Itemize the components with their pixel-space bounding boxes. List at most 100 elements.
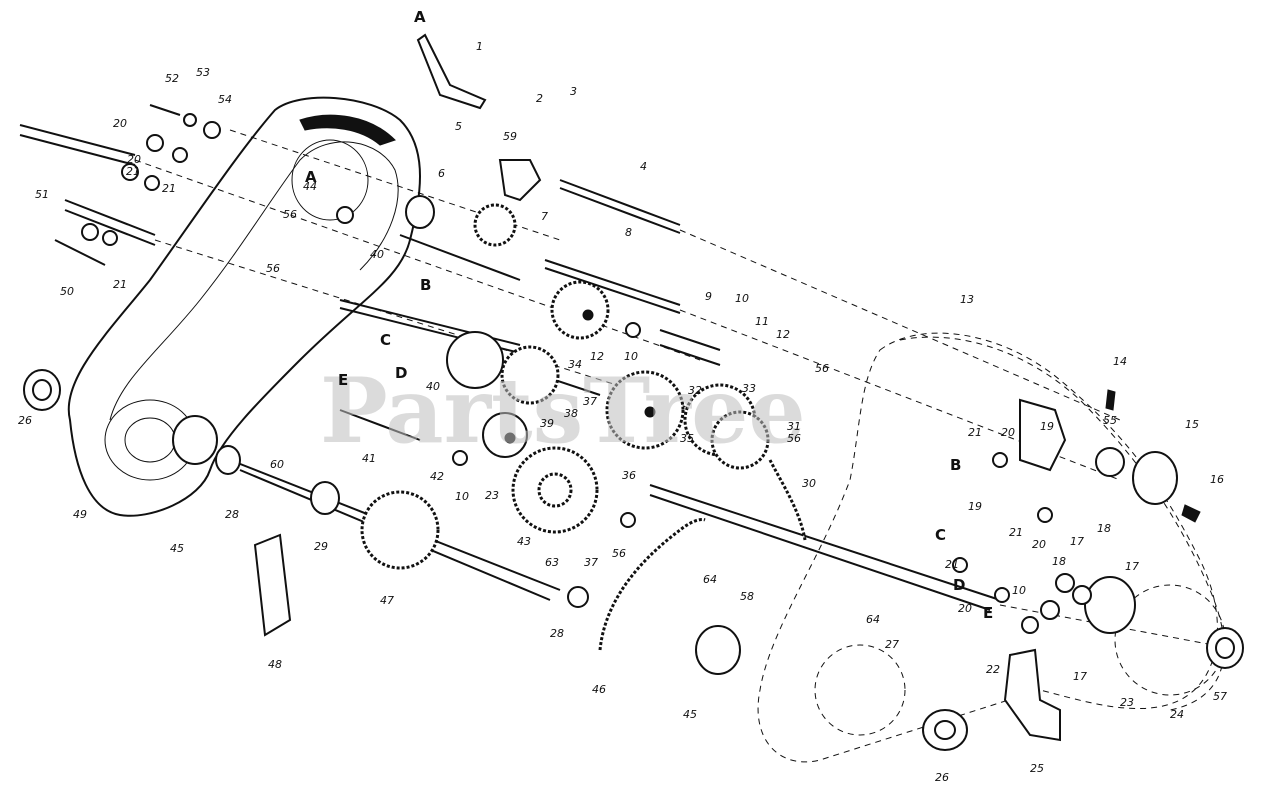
flange-15: [1132, 451, 1178, 505]
bearing-23-right: [1084, 576, 1136, 634]
callout: 18: [1097, 522, 1111, 535]
right-case-lower-bore: [814, 644, 906, 736]
gear-7: [473, 203, 517, 247]
bolts: [19, 104, 181, 266]
drive-shaft-8: [544, 259, 681, 306]
callout: 60: [270, 458, 284, 471]
gear-63: [537, 472, 573, 508]
callout: 42: [430, 470, 444, 483]
bearing-6-upper: [405, 195, 435, 229]
ref-letter-c-left: C: [380, 331, 391, 349]
case-upper-bore: [291, 139, 369, 221]
bolt-52: [149, 104, 181, 116]
pin-16: [1181, 504, 1201, 523]
callout: 20: [1001, 426, 1015, 439]
callout: 11: [755, 315, 769, 328]
upper-shaft: [399, 234, 521, 281]
bolt-51-lower: [64, 199, 156, 236]
callout: 45: [170, 542, 184, 555]
shaft-41: [339, 409, 421, 441]
callout: 19: [1040, 420, 1054, 433]
callout: 43: [517, 535, 531, 548]
callout: 4: [640, 160, 647, 173]
callout: 21: [1009, 526, 1023, 539]
callout: 26: [935, 771, 949, 784]
callout: 46: [592, 683, 606, 696]
callout: 26: [18, 414, 32, 427]
callout: 44: [303, 180, 317, 193]
callout: 12: [776, 328, 790, 341]
callout: 6: [438, 167, 445, 180]
shift-lever-1: [416, 33, 487, 110]
seal-45-right: [695, 625, 741, 675]
callout: 37: [584, 556, 598, 569]
callout: 31: [787, 420, 801, 433]
gear-39: [500, 345, 560, 405]
left-gear-case: [67, 96, 421, 517]
chain-46: [598, 518, 706, 651]
callout: 47: [380, 594, 394, 607]
callout: 59: [503, 130, 517, 143]
bolt-50: [54, 239, 106, 266]
callout: 36: [622, 469, 636, 482]
callout: 14: [1113, 355, 1127, 368]
callout: 56: [815, 362, 829, 375]
callout: 21: [968, 426, 982, 439]
callout: 39: [540, 417, 554, 430]
bracket-25: [1003, 648, 1061, 742]
callout: 49: [73, 508, 87, 521]
callout: 10: [735, 292, 749, 305]
shift-fork-59: [498, 159, 542, 202]
callout: 53: [196, 66, 210, 79]
callout: 30: [802, 477, 816, 490]
callout: 17: [1125, 560, 1139, 573]
callout: 28: [225, 508, 239, 521]
callout: 22: [986, 663, 1000, 676]
callout: 21: [162, 182, 176, 195]
ref-letter-e-right: E: [983, 604, 993, 622]
callout: 40: [426, 380, 440, 393]
callout: 29: [314, 540, 328, 553]
callout: 63: [545, 556, 559, 569]
callout: 56: [787, 432, 801, 445]
axle-shaft: [649, 484, 1001, 601]
callout: 41: [362, 452, 376, 465]
bearings: [23, 113, 1244, 751]
bearing-29: [310, 481, 340, 515]
callout: 48: [268, 658, 282, 671]
callout: 21: [126, 165, 140, 178]
callout: 10: [1012, 584, 1026, 597]
callout: 19: [968, 500, 982, 513]
ref-letter-b-right: B: [950, 456, 961, 474]
callout: 55: [1103, 414, 1117, 427]
washer-28: [567, 586, 589, 608]
callout: 9: [705, 290, 712, 303]
callout: 17: [1070, 535, 1084, 548]
callout: 2: [536, 92, 543, 105]
callout: 16: [1210, 473, 1224, 486]
chain-30: [768, 459, 807, 541]
callout: 56: [283, 208, 297, 221]
ref-letter-d-right: D: [953, 576, 965, 594]
gear-40: [446, 331, 504, 389]
callout: 17: [1073, 670, 1087, 683]
callout: 24: [1170, 708, 1184, 721]
callout: 25: [1030, 762, 1044, 775]
ref-letter-b-left: B: [420, 276, 431, 294]
callout: 64: [866, 613, 880, 626]
callout: 20: [113, 117, 127, 130]
callout: 56: [266, 262, 280, 275]
callout: 12: [590, 350, 604, 363]
ref-letter-a-case: A: [305, 168, 317, 186]
plate-48: [253, 533, 292, 637]
callout-numbers: 1 2 3 4 5 6 7 8 9 10 10 10 10 11 12 12 1…: [18, 40, 1227, 784]
case-shading: [299, 114, 396, 146]
callout: 45: [683, 708, 697, 721]
callout: 35: [680, 432, 694, 445]
ref-letter-d-left: D: [395, 364, 407, 382]
callout: 33: [742, 382, 756, 395]
callout: 21: [945, 558, 959, 571]
callout: 40: [370, 248, 384, 261]
